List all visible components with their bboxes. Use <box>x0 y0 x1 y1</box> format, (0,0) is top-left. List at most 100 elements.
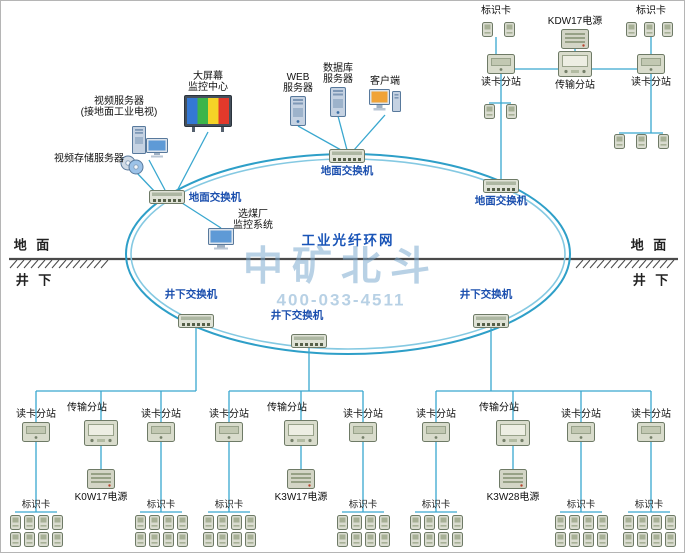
id-card-icon <box>481 21 493 37</box>
monitor-icon <box>208 228 234 250</box>
ground-hatch <box>652 259 661 269</box>
card-reader-substation-icon <box>422 422 450 442</box>
id-card-icon <box>364 514 376 530</box>
id-card-icon <box>350 514 362 530</box>
id-card-icon <box>202 514 214 530</box>
ground-hatch <box>575 259 584 269</box>
switch-label: 地面交换机 <box>188 191 242 204</box>
node-label: 传输分站 <box>267 402 307 414</box>
node-label: 读卡分站 <box>141 409 181 420</box>
power-supply-icon <box>499 469 527 489</box>
ground-hatch <box>582 259 591 269</box>
connection-wire <box>176 131 209 192</box>
node-label: K3W17电源 <box>274 492 328 503</box>
id-card-icon <box>230 514 242 530</box>
id-card-icon <box>9 514 21 530</box>
id-card-icon <box>23 514 35 530</box>
id-card-icon <box>148 531 160 547</box>
id-card-icon <box>350 531 362 547</box>
id-card-icon <box>423 514 435 530</box>
id-card-icon <box>244 531 256 547</box>
id-card-icon <box>650 531 662 547</box>
node-label: 标识卡 <box>421 499 451 511</box>
ground-hatch <box>37 259 46 269</box>
id-card-icon <box>664 514 676 530</box>
id-card-icon <box>661 21 673 37</box>
id-card-icon <box>503 21 515 37</box>
node-label: 视频存储服务器 <box>54 153 124 165</box>
node-label: 读卡分站 <box>416 409 456 420</box>
node-label: 读卡分站 <box>481 77 521 88</box>
id-card-icon <box>596 514 608 530</box>
ground-hatch <box>610 259 619 269</box>
id-card-icon <box>148 514 160 530</box>
ground-hatch <box>58 259 67 269</box>
id-card-icon <box>582 514 594 530</box>
node-label: 读卡分站 <box>631 77 671 88</box>
card-reader-substation-icon <box>637 54 665 74</box>
ground-hatch <box>93 259 102 269</box>
power-supply-icon <box>561 29 589 49</box>
node-label: 传输分站 <box>555 80 595 91</box>
id-card-icon <box>635 133 647 149</box>
client-pc-icon <box>369 89 401 115</box>
node-label: 标识卡 <box>636 5 666 17</box>
id-card-icon <box>568 514 580 530</box>
ground-hatch <box>603 259 612 269</box>
storage-disks-icon <box>119 155 145 175</box>
connection-wire <box>148 159 166 191</box>
id-card-icon <box>622 531 634 547</box>
id-card-icon <box>162 531 174 547</box>
id-card-icon <box>613 133 625 149</box>
id-card-icon <box>625 21 637 37</box>
card-reader-substation-icon <box>22 422 50 442</box>
node-label: 标识卡 <box>566 499 596 511</box>
id-card-icon <box>554 514 566 530</box>
ring-network-title: 工业光纤环网 <box>301 233 395 248</box>
underground-label-right: 井 下 <box>632 272 672 288</box>
id-card-icon <box>451 514 463 530</box>
node-label: 选煤厂监控系统 <box>233 209 273 231</box>
card-reader-substation-icon <box>637 422 665 442</box>
id-card-icon <box>378 531 390 547</box>
id-card-icon <box>336 514 348 530</box>
ground-hatch <box>631 259 640 269</box>
transmission-substation-icon <box>558 51 592 77</box>
node-label: 标识卡 <box>21 499 51 511</box>
underground-label-left: 井 下 <box>15 272 55 288</box>
network-switch-icon <box>149 190 185 204</box>
transmission-substation-icon <box>284 420 318 446</box>
id-card-icon <box>51 531 63 547</box>
ground-hatch <box>16 259 25 269</box>
node-label: 大屏幕监控中心 <box>188 71 228 93</box>
id-card-icon <box>244 514 256 530</box>
node-label: 传输分站 <box>67 402 107 414</box>
id-card-icon <box>162 514 174 530</box>
surface-label-left: 地 面 <box>13 237 53 253</box>
switch-label: 地面交换机 <box>320 165 374 177</box>
id-card-icon <box>134 514 146 530</box>
ground-hatch <box>23 259 32 269</box>
ground-hatch <box>44 259 53 269</box>
id-card-icon <box>643 21 655 37</box>
id-card-icon <box>505 103 517 119</box>
id-card-icon <box>664 531 676 547</box>
id-card-icon <box>582 531 594 547</box>
id-card-icon <box>423 531 435 547</box>
id-card-icon <box>336 531 348 547</box>
ground-hatch <box>51 259 60 269</box>
node-label: 数据库服务器 <box>323 63 353 85</box>
surface-label-right: 地 面 <box>630 237 670 253</box>
node-label: 读卡分站 <box>631 409 671 420</box>
network-switch-icon <box>329 149 365 163</box>
switch-label: 地面交换机 <box>474 195 528 207</box>
id-card-icon <box>176 514 188 530</box>
id-card-icon <box>437 514 449 530</box>
network-switch-icon <box>291 334 327 348</box>
node-label: 读卡分站 <box>16 409 56 420</box>
id-card-icon <box>568 531 580 547</box>
id-card-icon <box>364 531 376 547</box>
card-reader-substation-icon <box>349 422 377 442</box>
id-card-icon <box>409 514 421 530</box>
server-tower-icon <box>290 96 306 126</box>
